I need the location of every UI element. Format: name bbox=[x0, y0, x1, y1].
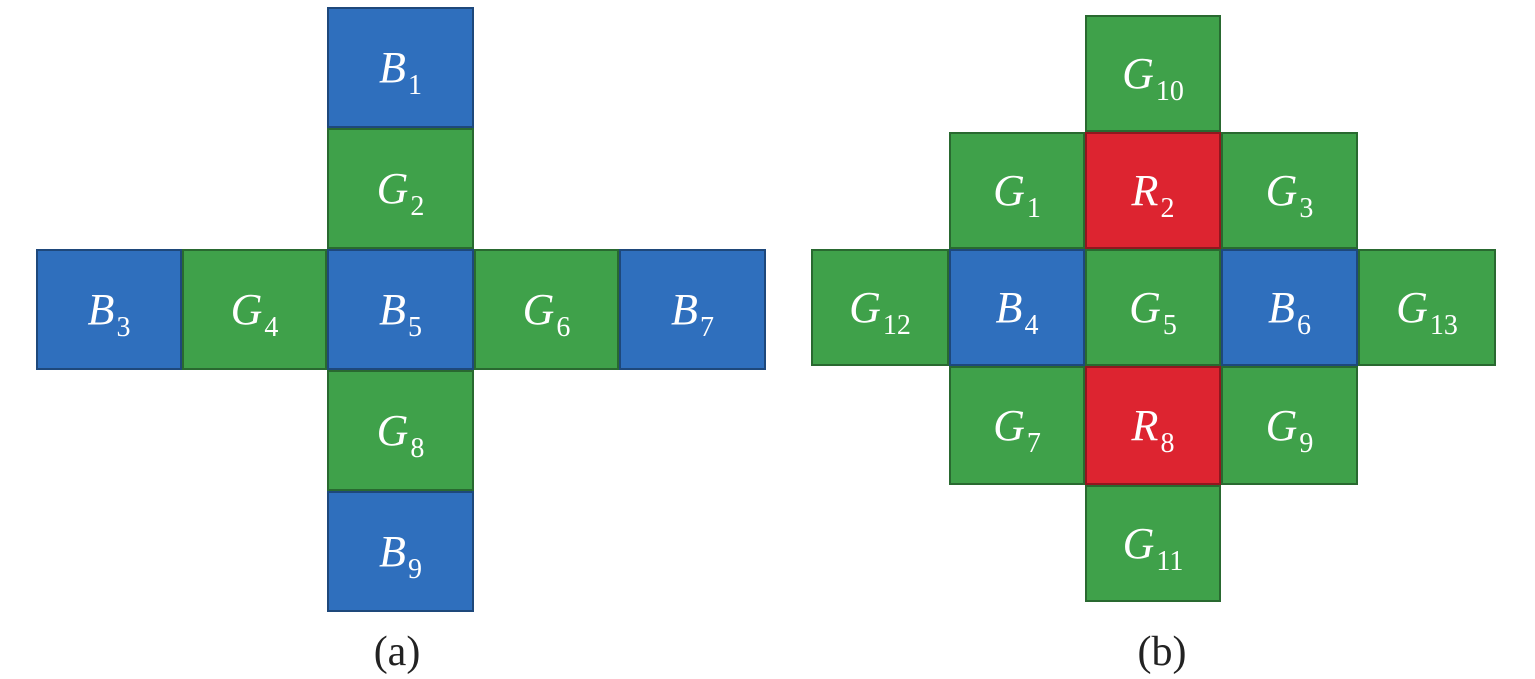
pixel-cell-r2: R2 bbox=[1085, 132, 1221, 249]
pixel-cell-g9: G9 bbox=[1221, 366, 1358, 485]
cell-subscript: 7 bbox=[1026, 427, 1041, 459]
cell-label: G9 bbox=[1265, 400, 1314, 457]
cell-letter: G bbox=[849, 282, 881, 332]
pixel-cell-g12: G12 bbox=[811, 249, 949, 366]
cell-label: G6 bbox=[522, 284, 571, 341]
cell-letter: B bbox=[671, 284, 698, 334]
cell-letter: G bbox=[376, 405, 409, 455]
cell-label: G11 bbox=[1122, 518, 1184, 575]
cell-subscript: 10 bbox=[1155, 75, 1184, 107]
cell-subscript: 6 bbox=[556, 311, 571, 343]
cell-label: R2 bbox=[1131, 165, 1175, 222]
cell-letter: B bbox=[379, 526, 406, 576]
pixel-cell-g10: G10 bbox=[1085, 15, 1221, 132]
pixel-cell-g13: G13 bbox=[1358, 249, 1496, 366]
pixel-cell-b7: B7 bbox=[619, 249, 766, 370]
cell-letter: R bbox=[1131, 165, 1159, 215]
cell-label: B7 bbox=[671, 284, 714, 341]
cell-subscript: 5 bbox=[407, 311, 422, 343]
pixel-cell-g5: G5 bbox=[1085, 249, 1221, 366]
cell-label: B1 bbox=[379, 42, 422, 99]
cell-label: G2 bbox=[376, 163, 425, 220]
cell-subscript: 1 bbox=[407, 69, 422, 101]
cell-subscript: 4 bbox=[1024, 309, 1039, 341]
cell-letter: G bbox=[1129, 282, 1161, 332]
cell-letter: G bbox=[993, 400, 1025, 450]
cell-letter: G bbox=[376, 163, 409, 213]
cell-subscript: 8 bbox=[1160, 427, 1175, 459]
cell-letter: G bbox=[522, 284, 555, 334]
cell-letter: G bbox=[1122, 518, 1155, 568]
cell-letter: R bbox=[1131, 400, 1159, 450]
cell-label: G5 bbox=[1129, 282, 1177, 339]
cell-letter: G bbox=[993, 165, 1025, 215]
cell-subscript: 12 bbox=[882, 309, 911, 341]
pixel-cell-r8: R8 bbox=[1085, 366, 1221, 485]
cell-label: G7 bbox=[993, 400, 1041, 457]
cell-subscript: 11 bbox=[1156, 545, 1184, 577]
cell-label: G12 bbox=[849, 282, 911, 339]
cell-subscript: 2 bbox=[1160, 192, 1175, 224]
cell-label: G10 bbox=[1122, 48, 1184, 105]
pixel-cell-g8: G8 bbox=[327, 370, 474, 491]
pixel-cell-g4: G4 bbox=[182, 249, 327, 370]
caption-a: (a) bbox=[373, 629, 421, 675]
cell-label: G4 bbox=[230, 284, 279, 341]
pixel-cell-g2: G2 bbox=[327, 128, 474, 249]
pixel-cell-g1: G1 bbox=[949, 132, 1085, 249]
cell-label: G3 bbox=[1265, 165, 1314, 222]
pixel-cell-b9: B9 bbox=[327, 491, 474, 612]
cell-label: B9 bbox=[379, 526, 422, 583]
cell-label: B3 bbox=[87, 284, 131, 341]
pixel-cell-b1: B1 bbox=[327, 7, 474, 128]
cell-subscript: 7 bbox=[699, 311, 714, 343]
cell-label: G13 bbox=[1396, 282, 1458, 339]
cell-subscript: 9 bbox=[1299, 427, 1314, 459]
cell-subscript: 4 bbox=[264, 311, 279, 343]
cell-subscript: 3 bbox=[116, 311, 131, 343]
pixel-cell-g7: G7 bbox=[949, 366, 1085, 485]
pixel-cell-b3: B3 bbox=[36, 249, 182, 370]
cell-subscript: 5 bbox=[1162, 309, 1177, 341]
cell-subscript: 6 bbox=[1296, 309, 1311, 341]
pixel-cell-b6: B6 bbox=[1221, 249, 1358, 366]
pixel-cell-g6: G6 bbox=[474, 249, 619, 370]
cell-label: B4 bbox=[995, 282, 1039, 339]
pixel-cell-b4: B4 bbox=[949, 249, 1085, 366]
cell-subscript: 1 bbox=[1026, 192, 1041, 224]
cell-subscript: 13 bbox=[1429, 309, 1458, 341]
cell-letter: B bbox=[379, 284, 406, 334]
cell-letter: G bbox=[1396, 282, 1428, 332]
pixel-cell-g11: G11 bbox=[1085, 485, 1221, 602]
cell-letter: B bbox=[1268, 282, 1295, 332]
cell-label: G8 bbox=[376, 405, 425, 462]
cell-letter: G bbox=[1122, 48, 1154, 98]
cell-subscript: 9 bbox=[407, 553, 422, 585]
cell-label: G1 bbox=[993, 165, 1041, 222]
cell-subscript: 2 bbox=[410, 190, 425, 222]
cell-letter: G bbox=[1265, 165, 1298, 215]
cell-letter: B bbox=[995, 282, 1023, 332]
pixel-cell-b5: B5 bbox=[327, 249, 474, 370]
cell-subscript: 3 bbox=[1299, 192, 1314, 224]
cell-letter: B bbox=[87, 284, 115, 334]
caption-b: (b) bbox=[1137, 629, 1187, 675]
cell-letter: G bbox=[230, 284, 263, 334]
cell-label: B5 bbox=[379, 284, 422, 341]
cell-letter: G bbox=[1265, 400, 1298, 450]
cell-label: R8 bbox=[1131, 400, 1175, 457]
cell-letter: B bbox=[379, 42, 406, 92]
cell-subscript: 8 bbox=[410, 432, 425, 464]
cell-label: B6 bbox=[1268, 282, 1311, 339]
pixel-cell-g3: G3 bbox=[1221, 132, 1358, 249]
